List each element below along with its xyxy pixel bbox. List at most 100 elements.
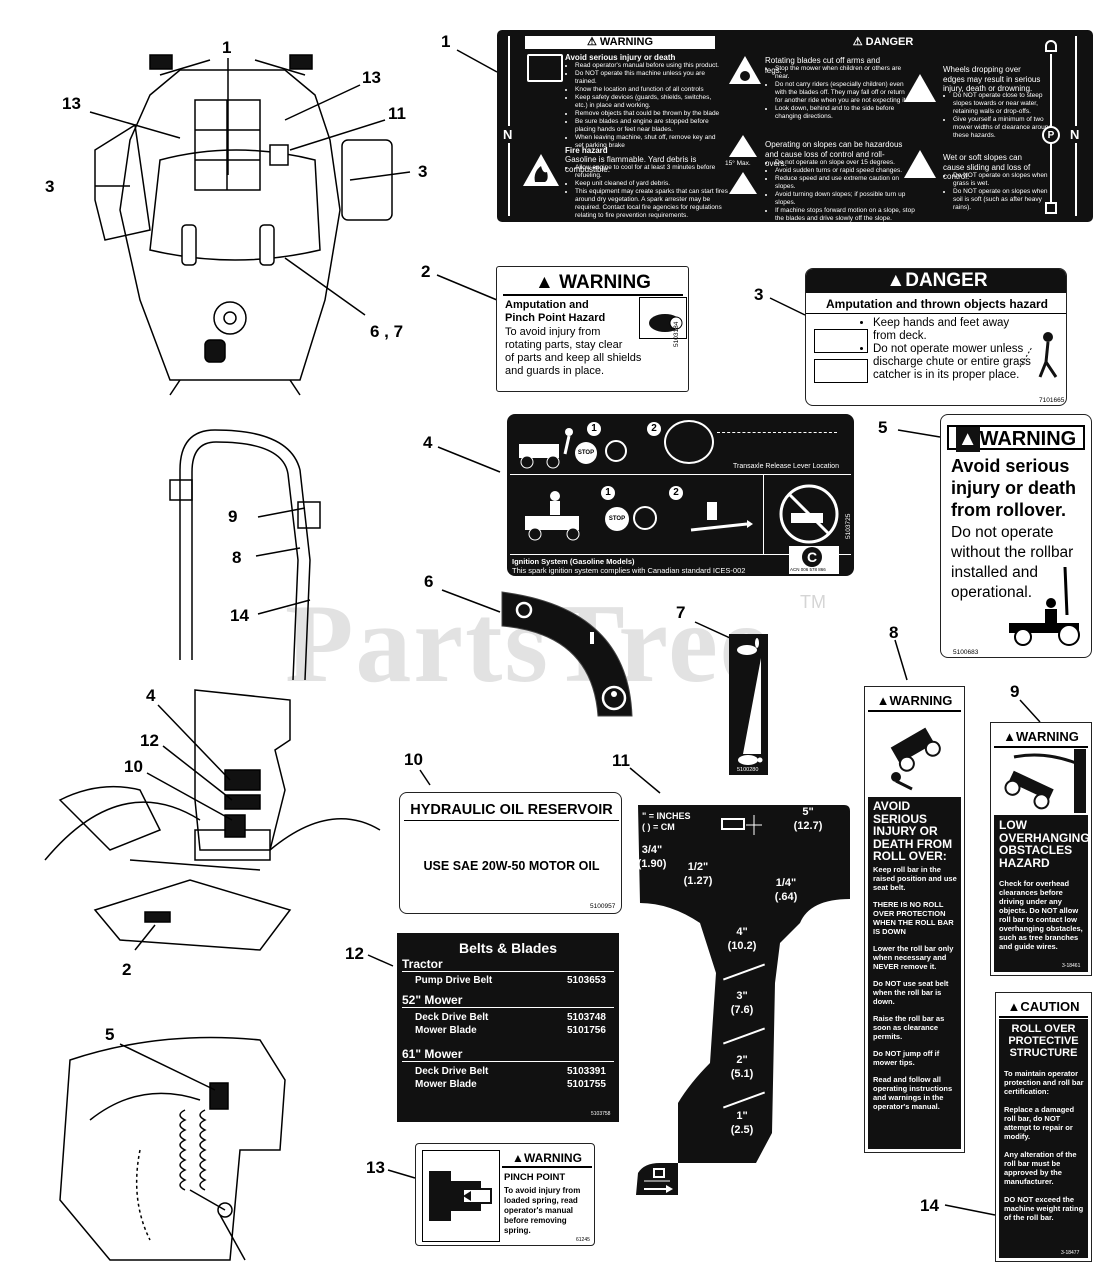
decal-12-belts-blades-parts: Belts & Blades Tractor Pump Drive Belt 5… bbox=[397, 933, 619, 1122]
mower-top-view-drawing bbox=[94, 54, 393, 396]
callout-2: 2 bbox=[421, 262, 431, 281]
rollover-hazard-icon bbox=[729, 172, 757, 194]
decal-2-part-number: 5103184 bbox=[673, 321, 680, 347]
roll-bar-drawing bbox=[169, 429, 321, 681]
decal-14-para-4: DO NOT exceed the machine weight rating … bbox=[1004, 1195, 1084, 1222]
release-lever-detail-icon bbox=[664, 420, 714, 464]
hand-pinch-icon bbox=[639, 297, 687, 339]
decal-2-body-line3: of parts and keep all shields bbox=[505, 352, 642, 364]
callout-14-rollbar: 14 bbox=[230, 606, 249, 625]
decal-12-row2-name: Deck Drive Belt bbox=[415, 1012, 489, 1023]
decal-14-part-number: 3-18477 bbox=[1061, 1250, 1080, 1256]
decal-9-head-line3: OBSTACLES bbox=[999, 843, 1073, 857]
fire-hazard-icon bbox=[523, 154, 559, 186]
decal-3-subtitle: Amputation and thrown objects hazard bbox=[806, 296, 1066, 314]
no-ride-slope-icon bbox=[773, 481, 845, 547]
decal-1-warning-title: WARNING bbox=[599, 36, 654, 48]
rollbar-operator-icon bbox=[1001, 565, 1087, 647]
decal-1-wet-head: Wet or soft slopes can cause sliding and… bbox=[943, 153, 1031, 181]
decal-9-title: WARNING bbox=[1016, 729, 1079, 744]
decal-12-row5-name: Mower Blade bbox=[415, 1079, 477, 1090]
decal-8-head-line1: AVOID SERIOUS bbox=[873, 799, 928, 826]
decal-13-title: WARNING bbox=[523, 1151, 582, 1165]
lock-open-icon bbox=[1045, 40, 1057, 52]
decal-3-bullet-2: Do not operate mower unless discharge ch… bbox=[873, 343, 1031, 382]
foot-under-deck-icon bbox=[814, 359, 868, 383]
decal-8-title: WARNING bbox=[889, 693, 953, 708]
lock-closed-icon bbox=[1045, 202, 1057, 214]
decal-12-row2-part: 5103748 bbox=[567, 1012, 606, 1023]
callout-5-shock: 5 bbox=[105, 1025, 115, 1044]
decal-1-fire-list: Allow engine to cool for at least 3 minu… bbox=[565, 164, 735, 220]
decal-2-body-line1: To avoid injury from bbox=[505, 326, 601, 338]
mark-3in: 3" bbox=[736, 990, 748, 1002]
decal-1-rotating-head: Rotating blades cut off arms and legs. bbox=[765, 56, 881, 75]
callout-1-top-view: 1 bbox=[222, 38, 232, 57]
decal-4-part-number: 5103725 bbox=[845, 513, 852, 539]
decal-1-rotating-list: Stop the mower when children or others a… bbox=[765, 65, 910, 121]
decal-12-title: Belts & Blades bbox=[458, 940, 558, 956]
decal-7-part-number: 5100280 bbox=[737, 767, 759, 773]
decal-5-head-line1: Avoid serious bbox=[951, 456, 1070, 476]
decal-4-acn: ACN 006 578 866 bbox=[790, 567, 826, 572]
callout-10: 10 bbox=[404, 750, 423, 769]
tractor-rollover-icon bbox=[868, 715, 961, 795]
choke-icon bbox=[601, 685, 627, 711]
decal-2-body-line4: and guards in place. bbox=[505, 365, 605, 377]
unlock-slide-icon bbox=[640, 1165, 676, 1195]
decal-11-legend-inches: " = INCHES bbox=[642, 811, 691, 821]
decal-12-row1-name: Pump Drive Belt bbox=[415, 975, 493, 986]
callout-11: 11 bbox=[612, 751, 630, 770]
decal-13-body-line2: loaded spring, read bbox=[504, 1196, 578, 1205]
thrown-objects-icon bbox=[1018, 327, 1062, 383]
decal-10-part-number: 5100957 bbox=[590, 903, 616, 910]
decal-14-para-1: To maintain operator protection and roll… bbox=[1004, 1069, 1084, 1096]
mark-5-1cm: (5.1) bbox=[730, 1068, 754, 1080]
decal-1-danger-title: DANGER bbox=[865, 36, 914, 48]
callout-2-fender: 2 bbox=[122, 960, 132, 979]
decal-8-para-1: Keep roll bar in the raised position and… bbox=[873, 865, 957, 892]
decal-1-safety-label: N ⚠ WARNING ⚠ DANGER Avoid serious injur… bbox=[497, 30, 1093, 222]
decal-2-pinch-point-warning: ▲ WARNING Amputation and Pinch Point Haz… bbox=[496, 266, 689, 392]
callout-3: 3 bbox=[754, 285, 764, 304]
mark-64cm: (.64) bbox=[774, 891, 798, 903]
decal-11-legend-cm: ( ) = CM bbox=[642, 822, 675, 832]
callout-12: 12 bbox=[345, 944, 364, 963]
decal-9-head-line2: OVERHANGING bbox=[999, 830, 1090, 845]
decal-8-para-4: Do NOT use seat belt when the roll bar i… bbox=[873, 979, 949, 1006]
fender-view-drawing bbox=[44, 689, 381, 951]
callout-1: 1 bbox=[441, 32, 451, 51]
mark-2-5cm: (2.5) bbox=[730, 1124, 754, 1136]
shock-spring-drawing bbox=[59, 1036, 286, 1261]
tractor-seated-icon bbox=[515, 484, 593, 544]
spring-pinch-hand-icon bbox=[422, 1150, 500, 1242]
decal-13-part-number: 61245 bbox=[576, 1237, 590, 1243]
rotating-blade-icon bbox=[729, 56, 761, 84]
decal-4-step-3: 1 bbox=[601, 486, 615, 500]
callout-11-top-view: 11 bbox=[388, 104, 406, 123]
watermark-trademark: TM bbox=[800, 592, 826, 612]
decal-5-body-line4: operational. bbox=[951, 584, 1033, 601]
mark-2in: 2" bbox=[736, 1054, 748, 1066]
callout-3-top-view-right: 3 bbox=[418, 162, 428, 181]
mark-1-2in: 1/2" bbox=[687, 861, 709, 873]
decal-7-speed-indicator: 5100280 bbox=[729, 634, 768, 775]
callout-8: 8 bbox=[889, 623, 899, 642]
stop-sign-icon: STOP bbox=[575, 442, 597, 464]
decal-8-rollover-warning: ▲WARNING AVOID SERIOUS INJURY OR DEATH F… bbox=[864, 686, 965, 1153]
decal-4-ignition-body: This spark ignition system complies with… bbox=[512, 566, 746, 575]
callout-8-rollbar: 8 bbox=[232, 548, 242, 567]
decal-8-head-line4: ROLL OVER: bbox=[873, 849, 947, 863]
decal-9-part-number: 3-18461 bbox=[1062, 963, 1081, 969]
ignition-key-icon-2 bbox=[633, 506, 657, 530]
decal-4-step-4: 2 bbox=[669, 486, 683, 500]
decal-2-body-line2: rotating parts, stay clear bbox=[505, 339, 623, 351]
neutral-mark-right: N bbox=[1070, 126, 1080, 143]
callout-4: 4 bbox=[423, 433, 433, 452]
decal-12-row4-part: 5103391 bbox=[567, 1066, 606, 1077]
decal-13-body-line1: To avoid injury from bbox=[504, 1186, 581, 1195]
decal-1-slope-list: Do not operate on slope over 15 degrees.… bbox=[765, 159, 915, 223]
decal-8-para-7: Read and follow all operating instructio… bbox=[873, 1075, 953, 1111]
drop-off-hazard-icon bbox=[904, 74, 936, 102]
hand-under-deck-icon bbox=[814, 329, 868, 353]
